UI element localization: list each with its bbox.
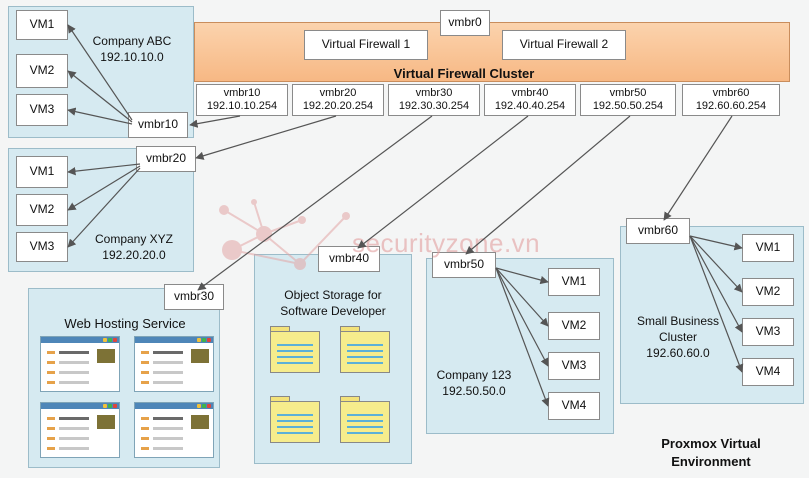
web-page-icon: [40, 402, 120, 458]
firewall-cluster-title: Virtual Firewall Cluster: [393, 66, 535, 81]
link-c123-vm2: [495, 267, 549, 327]
c123-vm3: VM3: [548, 352, 600, 380]
link-sbc-vm3: [689, 235, 743, 333]
sbc-vm1: VM1: [742, 234, 794, 262]
virtual-firewall-2: Virtual Firewall 2: [502, 30, 626, 60]
storage-title-line1: Object Storage for: [284, 288, 382, 302]
bridge-vmbr10: vmbr10: [128, 112, 188, 138]
link-sbc-vm1: [689, 235, 743, 251]
link-vmbr40: [357, 115, 529, 249]
folder-icon: [340, 326, 390, 374]
link-abc-vm1: [67, 24, 133, 121]
abc-vm2: VM2: [16, 54, 68, 88]
folder-icon: [340, 396, 390, 444]
link-vmbr10: [189, 115, 241, 128]
web-page-icon: [134, 336, 214, 392]
xyz-vm3: VM3: [16, 232, 68, 262]
link-xyz-vm3: [67, 167, 141, 248]
link-abc-vm2: [67, 70, 133, 123]
link-abc-vm3: [67, 107, 133, 125]
link-sbc-vm2: [689, 235, 743, 293]
folder-icon: [270, 326, 320, 374]
watermark-logo-icon: [196, 196, 356, 286]
abc-vm3: VM3: [16, 94, 68, 126]
link-sbc-vm4: [689, 235, 744, 373]
web-page-icon: [40, 336, 120, 392]
sbc-subnet: 192.60.60.0: [646, 346, 710, 360]
firewall-cluster: [194, 22, 790, 82]
link-vmbr30: [197, 115, 433, 291]
link-xyz-vm1: [67, 163, 141, 176]
abc-name: Company ABC: [92, 34, 172, 48]
watermark-text: securityzone.vn: [352, 228, 541, 258]
virtual-firewall-1: Virtual Firewall 1: [304, 30, 428, 60]
xyz-name: Company XYZ: [94, 232, 174, 246]
abc-subnet: 192.10.10.0: [100, 50, 164, 64]
xyz-subnet: 192.20.20.0: [102, 248, 166, 262]
storage-title-line2: Software Developer: [280, 304, 386, 318]
c123-subnet: 192.50.50.0: [442, 384, 506, 398]
abc-vm1: VM1: [16, 10, 68, 40]
footer-line2: Environment: [671, 454, 751, 469]
sbc-name-line2: Cluster: [658, 330, 697, 344]
xyz-vm2: VM2: [16, 194, 68, 226]
link-vmbr20: [195, 115, 337, 160]
sbc-vm2: VM2: [742, 278, 794, 306]
bridge-vmbr0: vmbr0: [440, 10, 490, 36]
c123-name: Company 123: [436, 368, 512, 382]
web-page-icon: [134, 402, 214, 458]
web-hosting-title: Web Hosting Service: [64, 316, 186, 331]
bridge-vmbr30: vmbr30: [164, 284, 224, 310]
link-vmbr50: [465, 115, 631, 255]
sbc-vm4: VM4: [742, 358, 794, 386]
bridge-vmbr60: vmbr60: [626, 218, 690, 244]
sbc-vm3: VM3: [742, 318, 794, 346]
link-c123-vm1: [495, 267, 549, 285]
bridge-vmbr50: vmbr50: [432, 252, 496, 278]
bridge-vmbr20: vmbr20: [136, 146, 196, 172]
c123-vm2: VM2: [548, 312, 600, 340]
bridge-vmbr40: vmbr40: [318, 246, 380, 272]
c123-vm4: VM4: [548, 392, 600, 420]
link-xyz-vm2: [67, 165, 141, 211]
link-c123-vm3: [495, 267, 549, 367]
sbc-name-line1: Small Business: [636, 314, 720, 328]
link-vmbr60: [663, 115, 733, 221]
folder-icon: [270, 396, 320, 444]
link-c123-vm4: [495, 267, 550, 407]
xyz-vm1: VM1: [16, 156, 68, 188]
footer-line1: Proxmox Virtual: [661, 436, 761, 451]
